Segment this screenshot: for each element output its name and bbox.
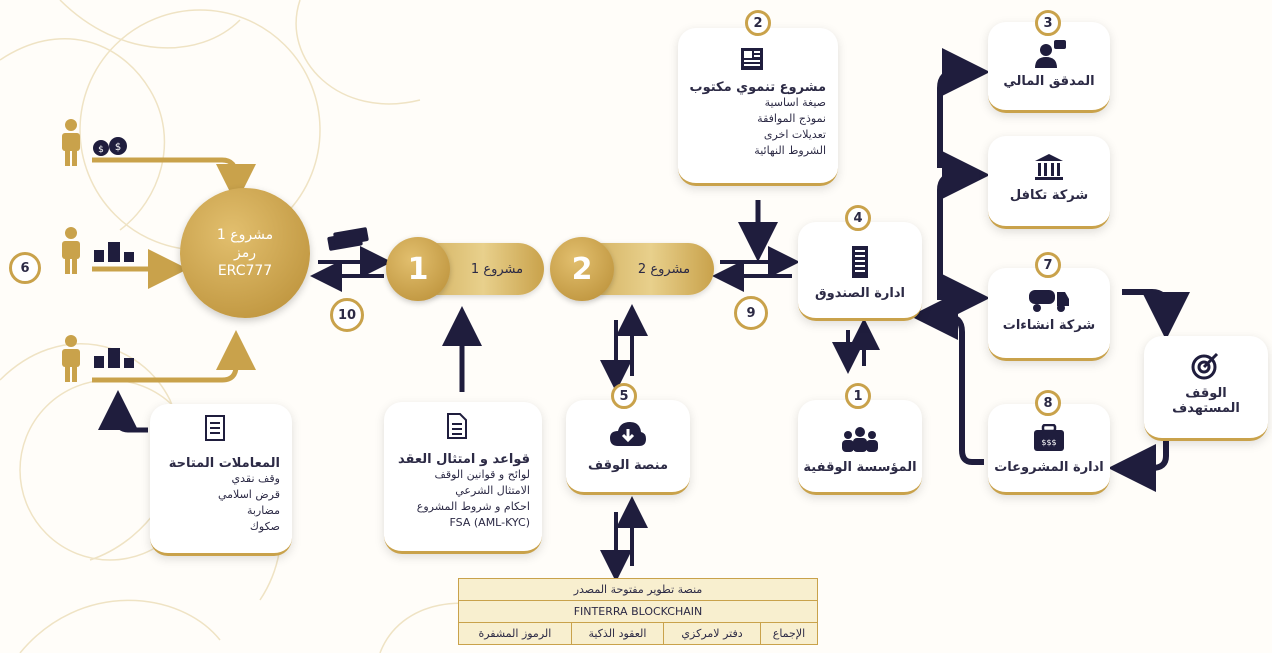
money-bags-icon: $$ xyxy=(93,137,127,156)
project-1-pill: 1 مشروع 1 xyxy=(386,237,544,301)
svg-text:$$$: $$$ xyxy=(1041,438,1056,447)
transactions-item: صكوك xyxy=(249,520,280,533)
svg-text:$: $ xyxy=(115,142,121,153)
blockchain-row2: FINTERRA BLOCKCHAIN xyxy=(458,600,818,623)
badge-4: 4 xyxy=(845,205,871,231)
target-line2: المستهدف xyxy=(1172,401,1240,416)
auditor-icon xyxy=(1035,40,1066,68)
target-icon xyxy=(1191,352,1219,380)
project-2-number: 2 xyxy=(550,237,614,301)
building-icon xyxy=(852,246,868,278)
person-icon xyxy=(62,335,80,382)
badge-7: 7 xyxy=(1035,252,1061,278)
badge-10: 10 xyxy=(330,298,364,332)
token-line2: رمز xyxy=(234,245,256,261)
institution-title: المؤسسة الوقفية xyxy=(803,460,917,475)
bank-icon xyxy=(1035,154,1063,180)
newspaper-icon xyxy=(741,48,763,70)
cash-stacks-icon xyxy=(327,227,369,251)
project-management-card: $$$ ادارة المشروعات xyxy=(988,404,1110,495)
truck-icon xyxy=(1029,290,1069,312)
badge-3: 3 xyxy=(1035,10,1061,36)
blockchain-cell: العقود الذكية xyxy=(570,622,665,645)
document-icon xyxy=(447,413,467,439)
token-line1: مشروع 1 xyxy=(216,227,274,243)
written-item: صيغة اساسية xyxy=(764,96,826,109)
rules-item: لوائح و قوانين الوقف xyxy=(434,468,530,481)
projmgmt-title: ادارة المشروعات xyxy=(994,460,1104,475)
rules-item: احكام و شروط المشروع xyxy=(416,500,530,513)
blockchain-cell: الإجماع xyxy=(759,622,819,645)
blockchain-cell: دفتر لامركزي xyxy=(663,622,761,645)
construction-title: شركة انشاءات xyxy=(1002,318,1096,333)
badge-8: 8 xyxy=(1035,390,1061,416)
cloud-download-icon xyxy=(610,422,646,446)
transactions-title: المعاملات المتاحة xyxy=(168,456,280,471)
blockchain-table: منصة تطوير مفتوحة المصدر FINTERRA BLOCKC… xyxy=(458,578,819,645)
token-circle: مشروع 1 رمز ERC777 xyxy=(180,188,310,318)
fund-title: ادارة الصندوق xyxy=(815,286,905,301)
rules-item: FSA (AML-KYC) xyxy=(449,516,530,529)
badge-1: 1 xyxy=(845,383,871,409)
takaful-card: شركة تكافل xyxy=(988,136,1110,229)
rules-title: قواعد و امتثال العقد xyxy=(398,452,530,467)
transactions-card: المعاملات المتاحة وقف نقدي قرض اسلامي مض… xyxy=(150,404,292,556)
project-1-label: مشروع 1 xyxy=(470,261,524,277)
takaful-title: شركة تكافل xyxy=(1009,188,1089,203)
person-icon xyxy=(62,119,80,166)
construction-card: شركة انشاءات xyxy=(988,268,1110,361)
written-project-card: مشروع تنموي مكتوب صيغة اساسية نموذج المو… xyxy=(678,28,838,186)
written-item: الشروط النهائية xyxy=(754,144,826,157)
platform-title: منصة الوقف xyxy=(587,458,669,473)
auditor-title: المدقق المالي xyxy=(1003,74,1095,89)
transactions-item: وقف نقدي xyxy=(231,472,280,485)
waqf-platform-card: منصة الوقف xyxy=(566,400,690,495)
target-waqf-card: الوقف المستهدف xyxy=(1144,336,1268,441)
people-group-icon xyxy=(842,427,878,452)
target-line1: الوقف xyxy=(1185,386,1227,401)
document-icon xyxy=(205,415,225,441)
cash-stacks-icon xyxy=(94,348,134,368)
badge-9: 9 xyxy=(734,296,768,330)
briefcase-icon: $$$ xyxy=(1034,424,1064,451)
badge-2: 2 xyxy=(745,10,771,36)
svg-text:$: $ xyxy=(98,145,104,155)
project-2-label: مشروع 2 xyxy=(637,261,691,277)
badge-6: 6 xyxy=(9,252,41,284)
project-2-pill: 2 مشروع 2 xyxy=(550,237,714,301)
rules-card: قواعد و امتثال العقد لوائح و قوانين الوق… xyxy=(384,402,542,554)
blockchain-cell: الرموز المشفرة xyxy=(458,622,572,645)
written-title: مشروع تنموي مكتوب xyxy=(689,80,826,95)
written-item: تعديلات اخرى xyxy=(763,128,826,141)
blockchain-row1: منصة تطوير مفتوحة المصدر xyxy=(458,578,818,601)
rules-item: الامتثال الشرعي xyxy=(455,484,530,497)
token-line3: ERC777 xyxy=(217,263,273,279)
project-1-number: 1 xyxy=(386,237,450,301)
auditor-card: المدقق المالي xyxy=(988,22,1110,113)
transactions-item: مضاربة xyxy=(246,504,280,517)
written-item: نموذج الموافقة xyxy=(757,112,826,125)
person-icon xyxy=(62,227,80,274)
institution-card: المؤسسة الوقفية xyxy=(798,400,922,495)
cash-stacks-icon xyxy=(94,242,134,262)
fund-management-card: ادارة الصندوق xyxy=(798,222,922,321)
transactions-item: قرض اسلامي xyxy=(217,488,280,501)
badge-5: 5 xyxy=(611,383,637,409)
